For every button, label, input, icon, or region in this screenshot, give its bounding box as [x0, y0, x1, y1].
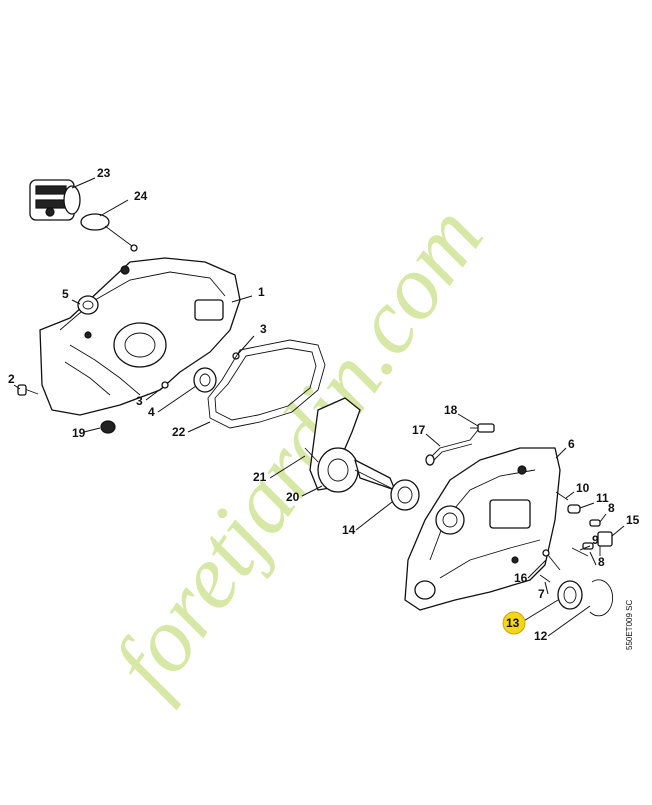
- part-label-9[interactable]: 9: [592, 533, 599, 547]
- part-label-22[interactable]: 22: [172, 425, 186, 439]
- part-label-11[interactable]: 11: [596, 491, 609, 505]
- part-6-crankcase-half: [404, 447, 561, 611]
- leader-line-4: [157, 385, 197, 413]
- leader-line-5: [71, 299, 81, 305]
- leader-line-15: [611, 525, 625, 537]
- part-label-14[interactable]: 14: [342, 523, 356, 537]
- part-label-4[interactable]: 4: [148, 405, 155, 419]
- part-7-pin: [539, 574, 551, 583]
- leader-line-8: [599, 513, 607, 523]
- leader-line-13: [521, 599, 559, 623]
- part-label-19[interactable]: 19: [72, 426, 86, 440]
- leader-line-19: [83, 427, 101, 433]
- part-label-18[interactable]: 18: [444, 403, 458, 417]
- part-label-3[interactable]: 3: [260, 322, 267, 336]
- part-22-gasket: [207, 339, 326, 429]
- leader-line-7: [544, 581, 549, 595]
- leader-line-17: [425, 433, 441, 447]
- leader-line-22: [187, 421, 211, 433]
- part-16-screw: [542, 549, 561, 571]
- part-label-13[interactable]: 13: [506, 616, 520, 630]
- part-label-16[interactable]: 16: [514, 571, 528, 585]
- part-label-20[interactable]: 20: [286, 490, 300, 504]
- part-label-3[interactable]: 3: [136, 394, 143, 408]
- leader-line-10: [565, 491, 575, 499]
- leader-line-18: [457, 413, 479, 427]
- part-label-10[interactable]: 10: [576, 481, 590, 495]
- part-23-oil-pump: [29, 179, 81, 221]
- part-4-bearing: [193, 367, 217, 393]
- part-label-5[interactable]: 5: [62, 287, 69, 301]
- part-label-2[interactable]: 2: [8, 372, 15, 386]
- leader-line-16: [527, 559, 547, 579]
- part-9-pin: [571, 547, 589, 557]
- part-19-plug: [100, 420, 116, 434]
- part-2-screw: [17, 384, 39, 396]
- part-label-21[interactable]: 21: [253, 470, 267, 484]
- leader-line-11: [579, 502, 595, 509]
- part-label-12[interactable]: 12: [534, 629, 548, 643]
- part-8-screw-upper: [589, 519, 601, 527]
- leader-line-12: [547, 605, 591, 637]
- leader-line-1: [231, 295, 253, 303]
- part-18-fitting: [470, 423, 495, 433]
- leader-line-9: [579, 545, 591, 551]
- part-label-7[interactable]: 7: [538, 587, 545, 601]
- part-label-8[interactable]: 8: [598, 555, 605, 569]
- leader-line-3: [237, 335, 255, 355]
- leader-line-21: [269, 455, 306, 479]
- part-11-sleeve: [567, 504, 581, 514]
- highlight-circle[interactable]: [502, 611, 526, 635]
- part-10-pin: [555, 491, 569, 501]
- part-17-hose: [425, 429, 479, 466]
- part-label-24[interactable]: 24: [134, 189, 148, 203]
- part-label-8[interactable]: 8: [608, 501, 615, 515]
- part-label-23[interactable]: 23: [97, 166, 111, 180]
- leader-line-24: [99, 199, 129, 217]
- part-label-6[interactable]: 6: [568, 437, 575, 451]
- leader-line-23: [71, 177, 96, 189]
- leader-line-3: [145, 387, 163, 401]
- leader-line-8: [589, 551, 597, 566]
- part-label-15[interactable]: 15: [626, 513, 640, 527]
- reference-code: 550ET009 SC: [625, 600, 634, 650]
- part-1-crankcase-half: [39, 257, 241, 416]
- leader-line-6: [555, 447, 567, 459]
- part-24-oring: [80, 213, 138, 252]
- leader-line-2: [13, 384, 21, 390]
- part-label-1[interactable]: 1: [258, 285, 265, 299]
- part-20-crankshaft: [309, 397, 396, 493]
- leader-line-14: [355, 501, 393, 531]
- part-15-fitting: [597, 531, 613, 556]
- leader-line-20: [301, 485, 323, 497]
- part-14-bearing: [390, 479, 420, 511]
- part-13-seal: [557, 580, 583, 610]
- part-21-pin: [304, 447, 319, 463]
- part-label-17[interactable]: 17: [412, 423, 426, 437]
- part-12-circlip: [589, 579, 614, 617]
- part-5-seal: [77, 295, 99, 315]
